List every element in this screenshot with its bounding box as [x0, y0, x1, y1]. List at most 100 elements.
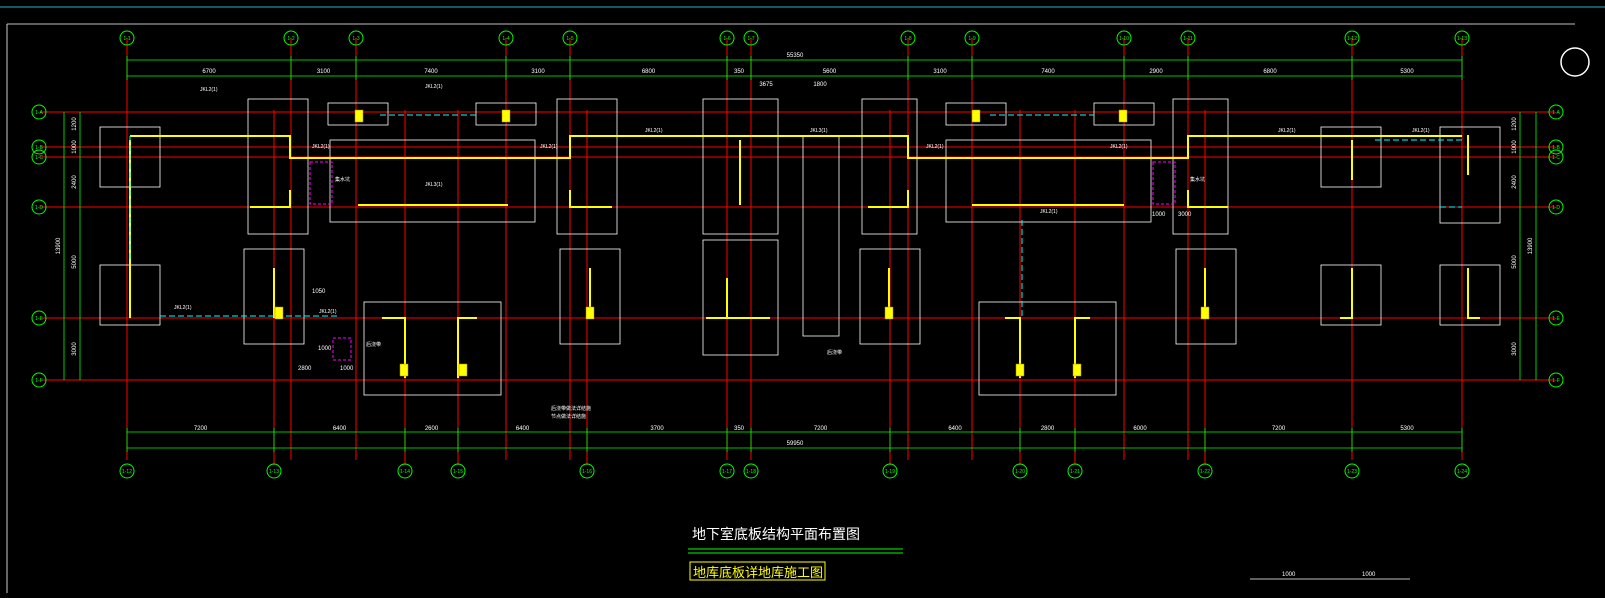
dim-text-top: 6800: [1263, 69, 1277, 75]
axis-bubble-label: 1-18: [746, 469, 756, 475]
vertical-axis-lines: [126, 38, 1463, 465]
beam-labels: JKL2(1)JKL2(1)JKL2(1)JKL3(1)JKL2(1)JKL2(…: [174, 84, 1430, 420]
axis-bubble-icon: [1454, 463, 1470, 479]
dim-text-top: 3100: [317, 69, 331, 75]
dim-text-top: 3100: [531, 69, 545, 75]
dim-text-bottom: 6400: [333, 426, 347, 432]
axis-bubble-label: 1-10: [1119, 36, 1129, 42]
dim-text-left: 3000: [72, 342, 78, 356]
axis-bubble-label: 1-F: [1552, 378, 1560, 384]
beam-label: JKL2(1): [200, 87, 218, 93]
axis-bubble-icon: [1548, 372, 1564, 388]
dim-text-top: 7400: [1041, 69, 1055, 75]
axis-bubble-icon: [562, 30, 578, 46]
foundation-box: [978, 301, 1117, 396]
axis-bubble-icon: [348, 30, 364, 46]
column-marker: [1200, 306, 1210, 320]
axis-bubble-icon: [1548, 104, 1564, 120]
axis-bubble-label: 1-21: [1070, 469, 1080, 475]
subtitle-box: [689, 561, 826, 581]
axis-bubble-icon: [743, 30, 759, 46]
axis-bubble-icon: [266, 463, 282, 479]
scale-label-2: 1000: [1362, 572, 1376, 578]
dim-text-top: 5600: [823, 69, 837, 75]
axis-bubble-label: 1-9: [968, 36, 975, 42]
beam-label: JKL2(1): [540, 144, 558, 150]
note-text: 集水坑: [335, 176, 350, 183]
axis-bubble-icon: [1548, 199, 1564, 215]
dim-text-left: 1000: [72, 140, 78, 154]
dim-text-top: 2900: [1149, 69, 1163, 75]
foundation-box: [1172, 98, 1229, 235]
foundation-box: [702, 98, 779, 235]
dim-text-left: 5000: [72, 255, 78, 269]
axis-bubble-label: 1-7: [747, 36, 754, 42]
left-axis-bubbles: 1-A1-B1-C1-D1-E1-F: [31, 104, 47, 388]
axis-bubble-icon: [1548, 139, 1564, 155]
foundation-box: [1439, 126, 1501, 224]
foundation-box: [945, 102, 1007, 126]
axis-bubble-label: 1-16: [582, 469, 592, 475]
beam-label: JKL2(1): [425, 84, 443, 90]
foundation-box: [363, 301, 502, 396]
wall-lines: [129, 109, 1480, 378]
column-marker: [501, 109, 511, 123]
axis-bubble-icon: [498, 30, 514, 46]
beam-label: JKL2(1): [1110, 144, 1128, 150]
dim-text-bottom: 6400: [948, 426, 962, 432]
axis-bubble-label: 1-23: [1347, 469, 1357, 475]
axis-bubble-label: 1-E: [35, 316, 43, 322]
axis-bubble-label: 1-19: [885, 469, 895, 475]
axis-bubble-label: 1-D: [1552, 205, 1560, 211]
dim-text-left: 2400: [72, 175, 78, 189]
axis-bubble-label: 1-8: [904, 36, 911, 42]
foundation-box: [1439, 264, 1501, 326]
dim-text-top: 7400: [424, 69, 438, 75]
axis-bubble-label: 1-12: [122, 469, 132, 475]
axis-bubble-icon: [719, 30, 735, 46]
axis-bubble-icon: [119, 463, 135, 479]
axis-bubble-label: 1-6: [723, 36, 730, 42]
post-cast-strip: [802, 135, 840, 337]
column-marker: [1072, 363, 1082, 377]
dim-text-bottom: 2600: [425, 426, 439, 432]
misc-dim: 2800: [298, 366, 312, 372]
note-text: 后浇带做法详结施: [551, 405, 591, 412]
foundation-outlines: [99, 98, 1501, 396]
dim-text-bottom: 5300: [1400, 426, 1414, 432]
dim-text-left: 13900: [56, 237, 62, 254]
axis-bubble-label: 1-2: [287, 36, 294, 42]
beam-label: JKL2(1): [1278, 128, 1296, 134]
column-marker: [585, 306, 595, 320]
column-marker: [884, 306, 894, 320]
foundation-box: [475, 102, 537, 126]
column-marker: [971, 109, 981, 123]
axis-bubble-label: 1-11: [1183, 36, 1193, 42]
foundation-box: [327, 102, 389, 126]
beam-label: JKL2(1): [1040, 209, 1058, 215]
wall-segment: [1074, 317, 1090, 378]
beam-label: JKL2(1): [319, 309, 337, 315]
axis-bubble-icon: [1454, 30, 1470, 46]
axis-bubble-icon: [1197, 463, 1213, 479]
axis-bubble-icon: [283, 30, 299, 46]
axis-bubble-icon: [719, 463, 735, 479]
dim-text-bottom: 7200: [1272, 426, 1286, 432]
foundation-box: [702, 239, 779, 356]
axis-bubble-icon: [1180, 30, 1196, 46]
wall-segment: [457, 317, 477, 378]
beam-label: JKL2(1): [312, 144, 330, 150]
foundation-box: [1320, 126, 1382, 188]
axis-bubble-icon: [1344, 30, 1360, 46]
axis-bubble-icon: [31, 310, 47, 326]
sump-pit: [1152, 161, 1176, 205]
axis-bubble-label: 1-C: [1552, 155, 1560, 161]
axis-bubble-label: 1-1: [123, 36, 130, 42]
note-text: 集水坑: [1190, 176, 1205, 183]
dim-text-secondary: 3675: [759, 82, 773, 88]
